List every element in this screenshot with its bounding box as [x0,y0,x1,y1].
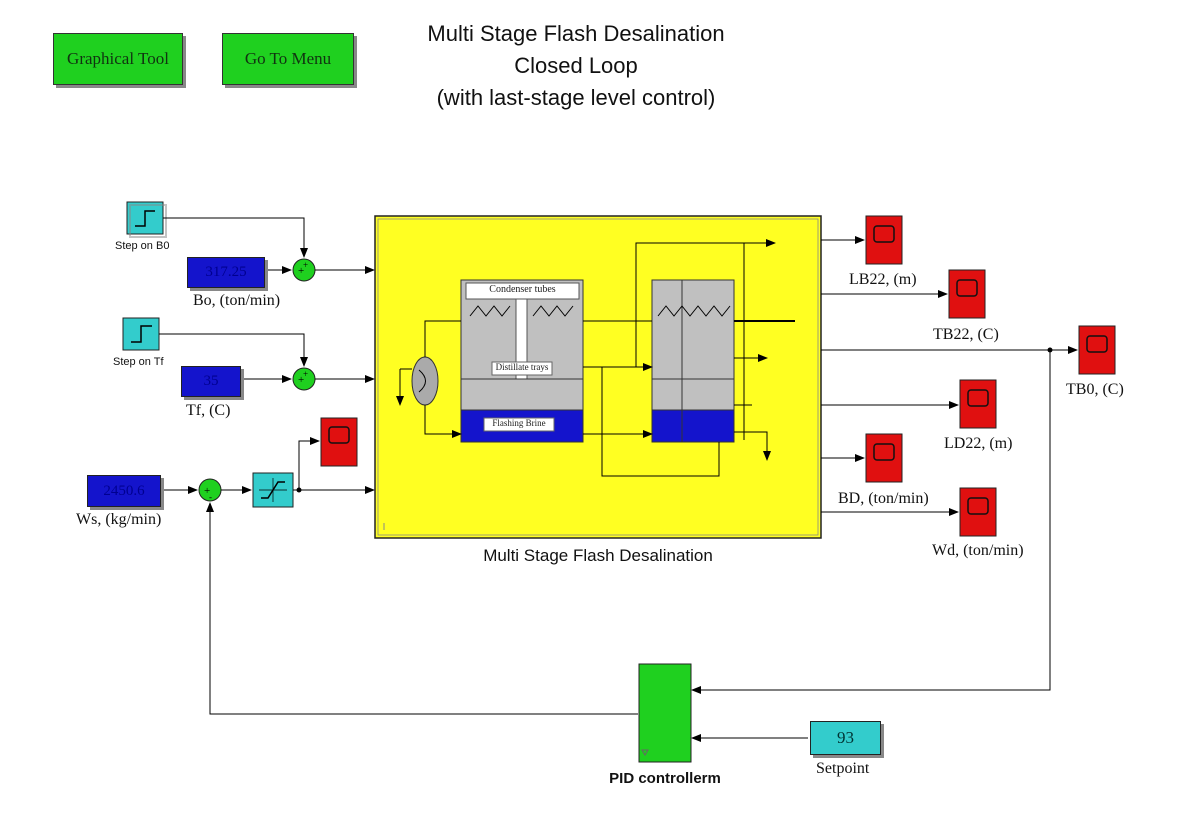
msf-subsystem-block[interactable] [374,215,822,539]
sum-block-b0[interactable]: ++ [292,258,316,282]
lb22-label: LB22, (m) [849,271,917,288]
svg-text:+: + [204,485,210,497]
scope-tb0[interactable] [1078,325,1116,375]
sum-block-ws[interactable]: +- [198,478,222,502]
subsystem-caption: Multi Stage Flash Desalination [483,546,713,565]
title-line-2: Closed Loop [514,53,638,78]
title-line-3: (with last-stage level control) [436,85,716,110]
pid-controller-block[interactable] [638,663,692,763]
tb22-label: TB22, (C) [933,326,999,343]
distillate-trays-label: Distillate trays [495,362,549,372]
svg-text:+: + [298,265,304,277]
step-b0-label: Step on B0 [115,240,170,252]
ld22-label: LD22, (m) [944,435,1013,452]
svg-text:+: + [298,374,304,386]
step-tf-label: Step on Tf [113,356,164,368]
sum-block-tf[interactable]: ++ [292,367,316,391]
bd-label: BD, (ton/min) [838,490,929,507]
diagram-title: Multi Stage Flash Desalination Closed Lo… [376,18,776,114]
go-to-menu-button[interactable]: Go To Menu [222,33,354,85]
setpoint-constant[interactable]: 93 [810,721,881,755]
scope-tb22[interactable] [948,269,986,319]
pid-controller-label: PID controllerm [609,770,721,787]
saturation-block[interactable] [252,472,294,508]
svg-text:-: - [209,492,212,502]
scope-wd[interactable] [959,487,997,537]
ws-label: Ws, (kg/min) [76,511,162,528]
scope-ld22[interactable] [959,379,997,429]
scope-bd[interactable] [865,433,903,483]
title-line-1: Multi Stage Flash Desalination [427,21,725,46]
flashing-brine-label: Flashing Brine [492,418,546,428]
bo-constant[interactable]: 317.25 [187,257,265,288]
tb0-label: TB0, (C) [1066,381,1124,398]
svg-text:+: + [303,369,308,379]
bo-label: Bo, (ton/min) [193,292,281,309]
scope-ws[interactable] [320,417,358,467]
wd-label: Wd, (ton/min) [932,542,1024,559]
step-tf-block[interactable] [122,317,160,351]
graphical-tool-button[interactable]: Graphical Tool [53,33,183,85]
step-b0-block[interactable] [126,201,167,238]
tf-constant[interactable]: 35 [181,366,241,397]
ws-constant[interactable]: 2450.6 [87,475,161,507]
setpoint-label: Setpoint [816,760,870,777]
scope-lb22[interactable] [865,215,903,265]
svg-text:+: + [303,260,308,270]
tf-label: Tf, (C) [186,402,231,419]
condenser-tubes-label: Condenser tubes [489,284,556,295]
